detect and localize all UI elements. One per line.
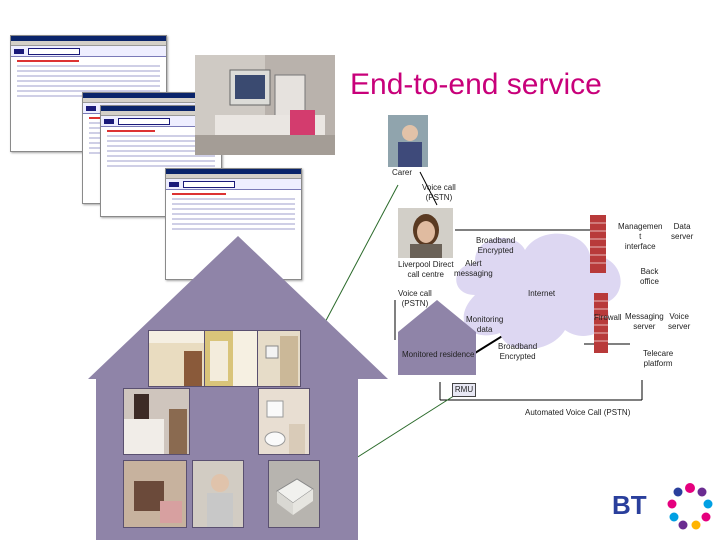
automated-voice-call-label: Automated Voice Call (PSTN) xyxy=(525,408,631,417)
bt-logo-icon xyxy=(667,483,713,530)
bt-logo-text: BT xyxy=(612,490,647,520)
messaging-server-label: Messaging server xyxy=(625,312,664,331)
call-centre-photo xyxy=(398,208,453,258)
telecare-platform-label: Telecare platform xyxy=(643,349,674,368)
room-photo-doorway xyxy=(257,330,301,387)
office-photo-drawing xyxy=(195,55,335,155)
broadband-bottom-label: Broadband Encrypted xyxy=(498,342,538,361)
carer-photo xyxy=(388,115,428,167)
data-server-label: Data server xyxy=(671,222,694,241)
carer-photo-drawing xyxy=(388,115,428,167)
room-photo-hallway xyxy=(148,330,207,387)
monitored-residence-label: Monitored residence xyxy=(402,350,475,359)
management-interface-label: Managemen t interface xyxy=(618,222,663,251)
rmu-label: RMU xyxy=(454,385,474,394)
office-photo xyxy=(195,55,335,155)
internet-label: Internet xyxy=(528,289,556,298)
carer-label: Carer xyxy=(392,168,413,177)
alert-messaging-label: Alert messaging xyxy=(454,259,493,278)
voice-call-left-label: Voice call (PSTN) xyxy=(398,289,432,308)
operator-drawing xyxy=(398,208,453,258)
room-photo-landing xyxy=(204,330,258,387)
room-photo-living-room xyxy=(123,460,187,528)
voice-call-top-label: Voice call (PSTN) xyxy=(422,183,456,202)
monitoring-data-label: Monitoring data xyxy=(466,315,504,334)
firewall-bottom-icon xyxy=(594,293,608,353)
broadband-top-label: Broadband Encrypted xyxy=(476,236,516,255)
rmu-box: RMU xyxy=(452,383,476,397)
room-photo-rmu-device xyxy=(268,460,320,528)
room-photo-resident xyxy=(192,460,244,528)
voice-server-label: Voice server xyxy=(668,312,691,331)
firewall-label: Firewall xyxy=(594,313,622,322)
back-office-label: Back office xyxy=(640,267,659,286)
call-centre-label: Liverpool Direct call centre xyxy=(398,260,454,279)
internet-cloud xyxy=(456,233,621,350)
monitored-residence-icon xyxy=(398,300,476,375)
room-photo-bedroom xyxy=(123,388,190,455)
firewall-top-icon xyxy=(590,215,606,273)
room-photo-bathroom xyxy=(258,388,310,455)
slide-title: End-to-end service xyxy=(350,68,602,101)
